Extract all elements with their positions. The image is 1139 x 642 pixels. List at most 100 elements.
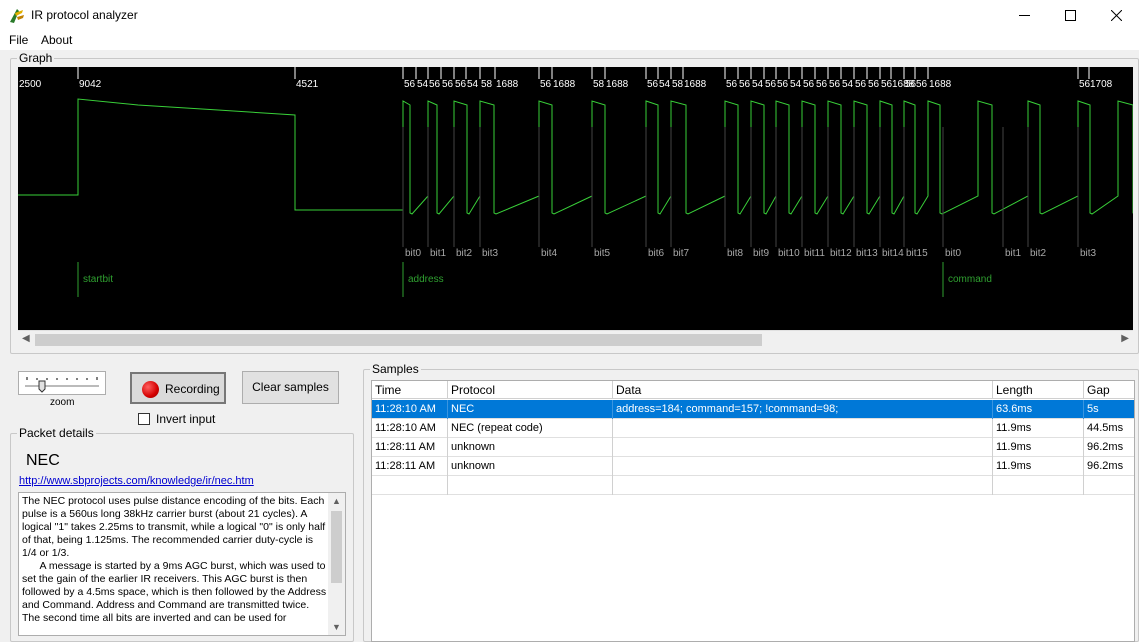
recording-label: Recording (165, 382, 220, 396)
maximize-icon (1065, 10, 1076, 21)
cell-gap: 96.2ms (1087, 460, 1124, 472)
duration-label: 54 (752, 79, 764, 90)
duration-label: 56 (881, 79, 893, 90)
duration-label: 56 (455, 79, 467, 90)
protocol-description: The NEC protocol uses pulse distance enc… (22, 495, 327, 624)
bit-label: bit12 (830, 248, 852, 259)
duration-label: 4521 (296, 79, 319, 90)
cell-data: address=184; command=157; !command=98; (613, 400, 993, 419)
signal-waveform (18, 98, 1133, 215)
duration-label: 54 (790, 79, 802, 90)
cell-data (613, 438, 993, 457)
duration-label: 56 (803, 79, 815, 90)
zoom-label: zoom (50, 397, 75, 408)
graph-legend: Graph (17, 51, 55, 65)
duration-label: 56 (404, 79, 416, 90)
bit-label: bit8 (727, 248, 744, 259)
column-time[interactable]: Time (372, 381, 448, 399)
title-bar: IR protocol analyzer (0, 0, 1139, 31)
bit-label: bit9 (753, 248, 770, 259)
cell-gap: 44.5ms (1087, 422, 1124, 434)
bit-label: bit2 (456, 248, 473, 259)
bit-label: bit1 (430, 248, 447, 259)
samples-table-header: Time Protocol Data Length Gap (372, 381, 1134, 399)
duration-label: 56 (726, 79, 738, 90)
scroll-right-icon[interactable]: ▶ (1121, 333, 1129, 344)
invert-input-checkbox[interactable] (138, 413, 150, 425)
table-row[interactable]: 11:28:11 AM unknown 11.9ms 96.2ms (372, 457, 1134, 476)
cell-protocol: unknown (448, 438, 613, 457)
table-row[interactable]: 11:28:11 AM unknown 11.9ms 96.2ms (372, 438, 1134, 457)
packet-details-legend: Packet details (17, 426, 96, 440)
duration-label: 54 (842, 79, 854, 90)
minimize-button[interactable] (1001, 0, 1047, 31)
invert-input-label: Invert input (156, 412, 216, 426)
bit-label: bit14 (882, 248, 904, 259)
column-protocol[interactable]: Protocol (448, 381, 613, 399)
graph-horizontal-scrollbar[interactable]: ◀ ▶ (18, 330, 1133, 348)
cell-empty (993, 476, 1084, 495)
close-button[interactable] (1093, 0, 1139, 31)
bit-label: bit2 (1030, 248, 1047, 259)
zoom-slider[interactable] (18, 371, 106, 395)
cell-protocol: NEC (448, 400, 613, 419)
cell-data (613, 419, 993, 438)
menu-bar: File About (0, 31, 1139, 50)
protocol-description-box[interactable]: The NEC protocol uses pulse distance enc… (18, 492, 346, 636)
column-data[interactable]: Data (613, 381, 993, 399)
bit-label: bit0 (405, 248, 422, 259)
record-icon (142, 381, 159, 398)
section-label: address (408, 274, 444, 285)
duration-label: 54 (467, 79, 479, 90)
duration-label: 54 (417, 79, 429, 90)
scroll-up-icon[interactable]: ▲ (332, 496, 341, 506)
duration-label: 1688 (496, 79, 519, 90)
cell-empty (613, 476, 993, 495)
zoom-track-icon (25, 377, 99, 393)
duration-label: 1688 (892, 79, 915, 90)
description-scrollbar-thumb[interactable] (331, 511, 342, 583)
duration-label: 2500 (19, 79, 42, 90)
menu-about[interactable]: About (41, 33, 73, 47)
cell-data (613, 457, 993, 476)
column-gap[interactable]: Gap (1087, 383, 1110, 397)
scroll-left-icon[interactable]: ◀ (22, 333, 30, 344)
duration-label: 56 (429, 79, 441, 90)
scrollbar-thumb[interactable] (35, 334, 762, 346)
samples-legend: Samples (370, 362, 421, 376)
menu-file[interactable]: File (9, 33, 29, 47)
cell-gap: 5s (1087, 403, 1099, 415)
duration-label: 58 (481, 79, 493, 90)
column-length[interactable]: Length (993, 381, 1084, 399)
protocol-name: NEC (26, 452, 60, 469)
duration-label: 56 (765, 79, 777, 90)
cell-protocol: unknown (448, 457, 613, 476)
maximize-button[interactable] (1047, 0, 1093, 31)
duration-label: 1688 (606, 79, 629, 90)
duration-label: 56 (647, 79, 659, 90)
scroll-down-icon[interactable]: ▼ (332, 622, 341, 632)
duration-label: 56 (739, 79, 751, 90)
duration-label: 56 (855, 79, 867, 90)
duration-label: 56 (1079, 79, 1091, 90)
protocol-link[interactable]: http://www.sbprojects.com/knowledge/ir/n… (19, 475, 254, 487)
duration-label: 58 (593, 79, 605, 90)
bit-label: bit3 (482, 248, 499, 259)
description-scrollbar[interactable]: ▲ ▼ (328, 493, 345, 635)
duration-label: 1688 (929, 79, 952, 90)
bit-label: bit7 (673, 248, 690, 259)
table-row[interactable]: 11:28:10 AM NEC (repeat code) 11.9ms 44.… (372, 419, 1134, 438)
bit-label: bit15 (906, 248, 928, 259)
bit-label: bit0 (945, 248, 962, 259)
recording-button[interactable]: Recording (130, 372, 226, 404)
clear-samples-button[interactable]: Clear samples (242, 371, 339, 404)
app-icon (10, 9, 24, 23)
duration-label: 1688 (553, 79, 576, 90)
section-label: command (948, 274, 992, 285)
cell-length: 11.9ms (993, 457, 1084, 476)
cell-empty (448, 476, 613, 495)
cell-length: 63.6ms (993, 400, 1084, 419)
table-row[interactable]: 11:28:10 AM NEC address=184; command=157… (372, 400, 1134, 419)
